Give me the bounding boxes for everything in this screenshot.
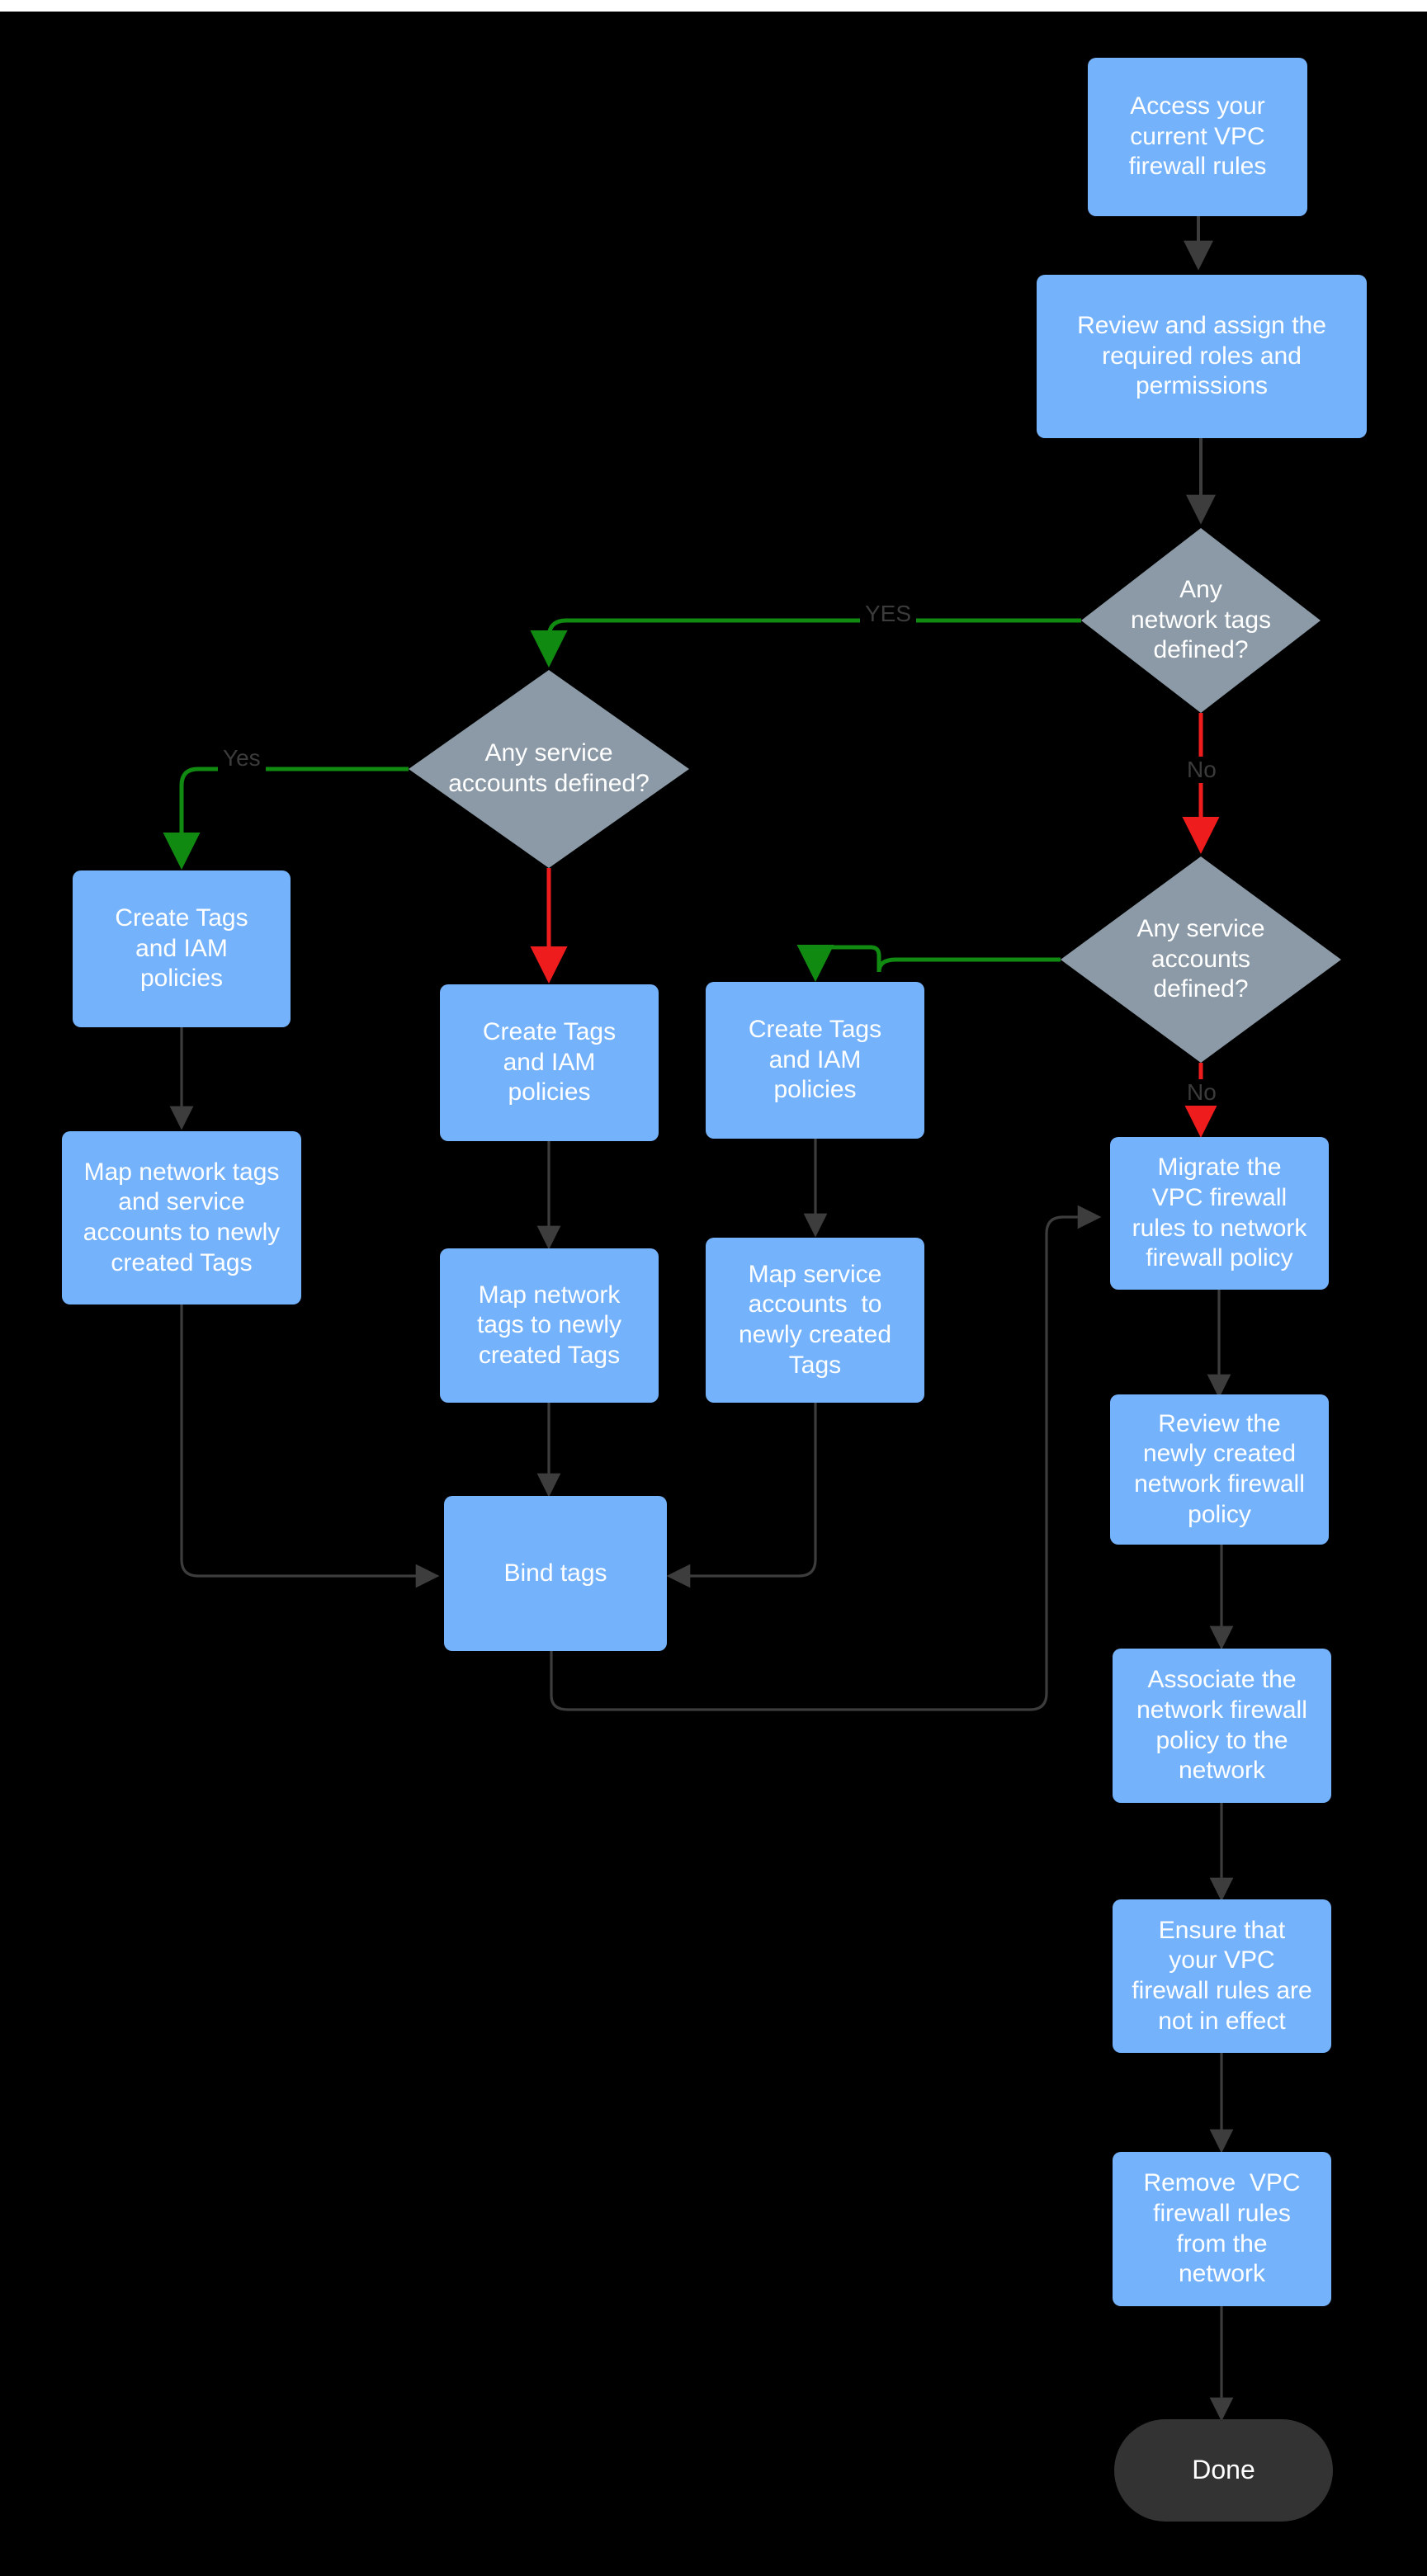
node-label: Review and assign the required roles and…	[1077, 312, 1326, 400]
node-associate-policy-to-network[interactable]: Associate the network firewall policy to…	[1113, 1649, 1331, 1803]
edge-d2-n3-yes	[163, 767, 409, 870]
edge-n4-n9	[180, 1305, 440, 1588]
node-create-tags-iam-left[interactable]: Create Tags and IAM policies	[73, 870, 291, 1027]
edge-label-yes-left: Yes	[218, 745, 266, 771]
node-review-newly-created-policy[interactable]: Review the newly created network firewal…	[1110, 1394, 1329, 1545]
edge-n9-n10	[550, 1205, 1102, 1711]
top-white-strip	[0, 0, 1427, 12]
node-remove-vpc-rules-from-network[interactable]: Remove VPC firewall rules from the netwo…	[1113, 2152, 1331, 2306]
node-label: Remove VPC firewall rules from the netwo…	[1143, 2169, 1301, 2288]
node-decision-service-accounts-left[interactable]: Any service accounts defined?	[409, 670, 689, 868]
node-label: Ensure that your VPC firewall rules are …	[1132, 1916, 1312, 2035]
node-map-network-tags-to-newly-created-tags[interactable]: Map network tags to newly created Tags	[440, 1248, 659, 1403]
node-label: Done	[1192, 2455, 1255, 2485]
node-review-assign-roles[interactable]: Review and assign the required roles and…	[1037, 275, 1367, 438]
node-label: Create Tags and IAM policies	[748, 1016, 882, 1104]
node-ensure-vpc-rules-not-in-effect[interactable]: Ensure that your VPC firewall rules are …	[1113, 1899, 1331, 2053]
node-decision-service-accounts-right[interactable]: Any service accounts defined?	[1061, 856, 1341, 1063]
edge-label-no-upper: No	[1182, 757, 1221, 783]
decision-shape-service-accounts-left	[409, 670, 689, 868]
node-label: Migrate the VPC firewall rules to networ…	[1132, 1154, 1307, 1272]
node-label: Any network tags defined?	[1130, 576, 1272, 664]
node-label: Review the newly created network firewal…	[1134, 1409, 1305, 1528]
decision-shape-network-tags	[1081, 528, 1321, 713]
node-label: Create Tags and IAM policies	[482, 1018, 617, 1106]
node-label: Bind tags	[503, 1559, 607, 1587]
node-label: Map network tags and service accounts to…	[83, 1158, 281, 1276]
node-create-tags-iam-middle[interactable]: Create Tags and IAM policies	[440, 984, 659, 1141]
node-label: Any service accounts defined?	[448, 739, 650, 797]
node-label: Create Tags and IAM policies	[115, 904, 248, 993]
node-label: Access your current VPC firewall rules	[1128, 92, 1267, 181]
edge-label-no-right: No	[1182, 1079, 1221, 1106]
node-map-service-accounts-to-newly-created-tags[interactable]: Map service accounts to newly created Ta…	[706, 1238, 924, 1403]
node-decision-network-tags-defined[interactable]: Any network tags defined?	[1081, 528, 1321, 713]
edge-label-yes-upper: YES	[860, 601, 917, 627]
node-migrate-vpc-rules-to-policy[interactable]: Migrate the VPC firewall rules to networ…	[1110, 1137, 1329, 1290]
node-access-vpc-firewall-rules[interactable]: Access your current VPC firewall rules	[1088, 58, 1307, 216]
node-label: Associate the network firewall policy to…	[1136, 1666, 1307, 1785]
node-label: Map network tags to newly created Tags	[476, 1281, 622, 1369]
node-done-terminal[interactable]: Done	[1114, 2419, 1333, 2522]
edge-n8-n9	[666, 1403, 817, 1588]
node-map-network-tags-and-service-accounts[interactable]: Map network tags and service accounts to…	[62, 1131, 301, 1305]
node-bind-tags[interactable]: Bind tags	[444, 1496, 667, 1651]
node-create-tags-iam-right[interactable]: Create Tags and IAM policies	[706, 982, 924, 1139]
edge-d1-d2-yes	[530, 618, 1081, 668]
edge-d3-n7-yes	[796, 945, 1061, 983]
node-label: Map service accounts to newly created Ta…	[738, 1260, 892, 1379]
decision-shape-service-accounts-right	[1061, 856, 1341, 1063]
node-label: Any service accounts defined?	[1136, 915, 1265, 1003]
